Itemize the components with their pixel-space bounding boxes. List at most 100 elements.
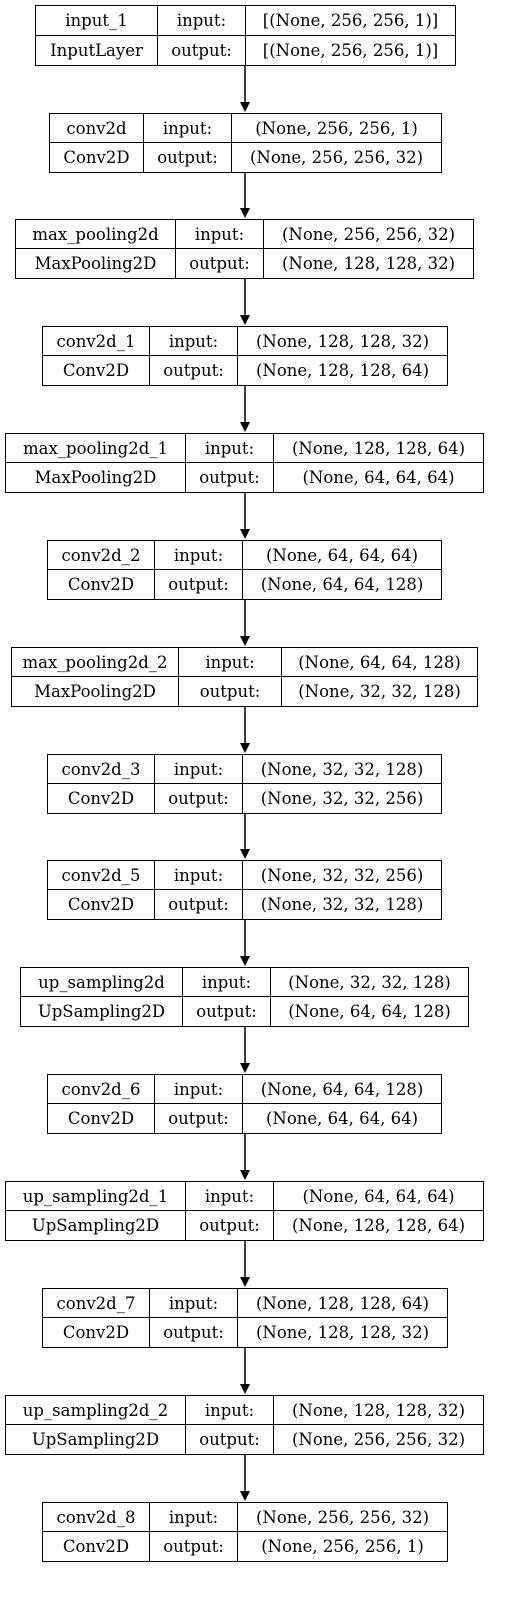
output-shape: (None, 32, 32, 128) [298,682,461,701]
output-label: output: [179,677,282,706]
layer-name: conv2d_2 [48,541,155,570]
layer-type: Conv2D [43,356,150,385]
input-shape: (None, 256, 256, 32) [238,1503,447,1532]
input-label: input: [155,755,243,784]
layer-type: Conv2D [48,570,155,599]
layer-type: InputLayer [36,35,158,65]
output-shape: (None, 32, 32, 128) [260,895,424,914]
output-shape: (None, 64, 64, 128) [260,575,424,594]
arrowhead [240,422,250,432]
layer-name: conv2d_6 [48,1075,155,1104]
arrowhead [240,1384,250,1394]
layer-type: Conv2D [48,784,155,813]
layer-type: UpSampling2D [21,997,183,1026]
input-shape: (None, 256, 256, 32) [264,220,473,249]
input-shape: (None, 128, 128, 64) [274,434,483,463]
layer-type: UpSampling2D [6,1211,186,1240]
output-shape: (None, 128, 128, 64) [291,1216,466,1235]
output-label: output: [186,1211,274,1240]
output-shape: [(None, 256, 256, 1)] [262,40,439,60]
output-label: output: [183,997,271,1026]
output-shape: (None, 256, 256, 1) [261,1537,424,1556]
input-shape: (None, 64, 64, 64) [274,1182,483,1211]
arrowhead [240,743,250,753]
output-label: output: [176,249,264,278]
output-label: output: [150,1318,238,1347]
input-label: input: [186,1182,274,1211]
input-label: input: [155,1075,243,1104]
input-shape: (None, 32, 32, 128) [271,968,468,997]
output-label: output: [155,1104,243,1133]
output-label: output: [158,35,246,65]
input-label: input: [186,434,274,463]
layer-name: up_sampling2d_1 [6,1182,186,1211]
layer-name: up_sampling2d [21,968,183,997]
input-label: input: [158,6,246,36]
arrowhead [240,956,250,966]
input-shape: (None, 256, 256, 1) [232,114,441,143]
layer-type: UpSampling2D [6,1425,186,1454]
input-label: input: [179,648,282,677]
layer-type: Conv2D [43,1532,150,1561]
input-shape: (None, 64, 64, 128) [243,1075,441,1104]
layer-name: max_pooling2d_1 [6,434,186,463]
arrowhead [240,1063,250,1073]
input-shape: (None, 64, 64, 64) [243,541,441,570]
layer-name: max_pooling2d [16,220,176,249]
input-label: input: [150,1503,238,1532]
output-shape: (None, 32, 32, 256) [260,789,424,808]
output-shape: (None, 128, 128, 64) [255,361,430,380]
layer-type: MaxPooling2D [6,463,186,492]
layer-name: input_1 [36,6,158,36]
input-shape: (None, 128, 128, 64) [238,1289,447,1318]
layer-name: conv2d_5 [48,861,155,890]
output-label: output: [155,784,243,813]
input-shape: [(None, 256, 256, 1)] [246,6,455,36]
input-shape: (None, 128, 128, 32) [274,1396,483,1425]
arrowhead [240,636,250,646]
arrowhead [240,1491,250,1501]
input-label: input: [155,861,243,890]
input-shape: (None, 32, 32, 128) [243,755,441,784]
layer-name: conv2d [50,114,144,143]
input-shape: (None, 32, 32, 256) [243,861,441,890]
input-label: input: [183,968,271,997]
output-label: output: [155,570,243,599]
input-label: input: [155,541,243,570]
arrowhead [240,102,250,112]
output-shape: (None, 64, 64, 64) [265,1109,419,1128]
input-label: input: [186,1396,274,1425]
output-label: output: [144,143,232,172]
layer-type: Conv2D [48,890,155,919]
output-shape: (None, 128, 128, 32) [255,1323,430,1342]
layer-type: Conv2D [43,1318,150,1347]
input-shape: (None, 128, 128, 32) [238,327,447,356]
arrowhead [240,208,250,218]
layer-name: conv2d_3 [48,755,155,784]
output-shape: (None, 128, 128, 32) [281,254,456,273]
arrowhead [240,315,250,325]
output-label: output: [150,1532,238,1561]
output-label: output: [186,1425,274,1454]
input-label: input: [144,114,232,143]
layer-type: Conv2D [48,1104,155,1133]
output-shape: (None, 256, 256, 32) [291,1430,466,1449]
layer-type: MaxPooling2D [16,249,176,278]
output-label: output: [186,463,274,492]
output-shape: (None, 256, 256, 32) [249,148,424,167]
layer-type: MaxPooling2D [12,677,179,706]
layer-type: Conv2D [50,143,144,172]
